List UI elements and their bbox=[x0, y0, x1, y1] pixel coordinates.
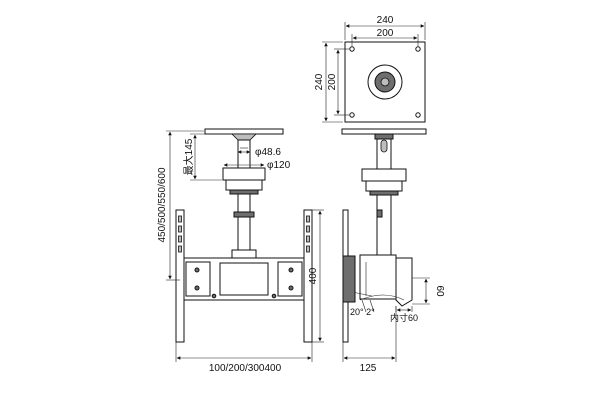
frame-right-bracket bbox=[277, 261, 303, 297]
dim-collar-diameter: φ120 bbox=[267, 160, 291, 171]
upper-pole bbox=[237, 139, 251, 169]
side-bracket-block bbox=[359, 254, 397, 300]
plate-hole bbox=[349, 112, 355, 118]
collar-lower bbox=[225, 179, 263, 191]
left-vertical-arm bbox=[175, 209, 185, 343]
plate-hole bbox=[349, 46, 355, 52]
side-pole-clamp bbox=[376, 209, 383, 218]
side-pole-slot bbox=[380, 139, 388, 153]
dim-top-width-200: 200 bbox=[377, 28, 394, 39]
ceiling-plate-front bbox=[204, 128, 284, 135]
side-arm-bracket bbox=[342, 255, 356, 303]
side-tilt-plate bbox=[395, 257, 413, 307]
tilt-head bbox=[231, 249, 257, 259]
front-view: 450/500/550/600 最大145 φ48.6 φ120 400 100… bbox=[157, 128, 324, 374]
plate-boss bbox=[231, 133, 257, 141]
frame-left-bracket bbox=[185, 261, 211, 297]
ceiling-plate-side bbox=[341, 128, 427, 135]
lower-pole bbox=[237, 193, 251, 255]
dim-top-width-240: 240 bbox=[377, 15, 394, 26]
plate-hole bbox=[415, 46, 421, 52]
dim-inner-60: 内寸60 bbox=[390, 312, 418, 323]
right-vertical-arm bbox=[303, 209, 313, 343]
dim-arm-height-400: 400 bbox=[308, 267, 319, 284]
side-view: 60 20° 2° 内寸60 125 bbox=[341, 128, 445, 374]
dim-vesa-width: 100/200/300400 bbox=[209, 363, 282, 374]
collar-base bbox=[229, 189, 259, 195]
dim-pole-diameter: φ48.6 bbox=[255, 147, 281, 158]
top-view: 240 200 240 200 bbox=[314, 15, 426, 123]
dim-hook-60: 60 bbox=[434, 285, 445, 297]
dim-top-height-240: 240 bbox=[314, 73, 325, 90]
side-plate-block bbox=[374, 133, 394, 140]
side-collar-base bbox=[369, 190, 399, 196]
pole-collar bbox=[222, 167, 266, 181]
dim-max-145: 最大145 bbox=[182, 138, 195, 175]
side-lower-pole bbox=[376, 194, 392, 256]
dim-top-height-200: 200 bbox=[327, 73, 338, 90]
dim-drop-length: 450/500/550/600 bbox=[157, 167, 168, 243]
frame-center-window bbox=[219, 262, 269, 296]
side-collar bbox=[361, 168, 407, 182]
side-collar-lower bbox=[365, 180, 403, 192]
plate-hole bbox=[415, 112, 421, 118]
dim-depth-125: 125 bbox=[360, 363, 377, 374]
side-tilt-arc bbox=[359, 294, 405, 301]
dim-tilt-angle: 20° 2° bbox=[350, 307, 375, 317]
pole-clamp bbox=[233, 211, 255, 218]
plate-ring-core bbox=[380, 77, 390, 87]
arm-slots bbox=[178, 215, 310, 253]
